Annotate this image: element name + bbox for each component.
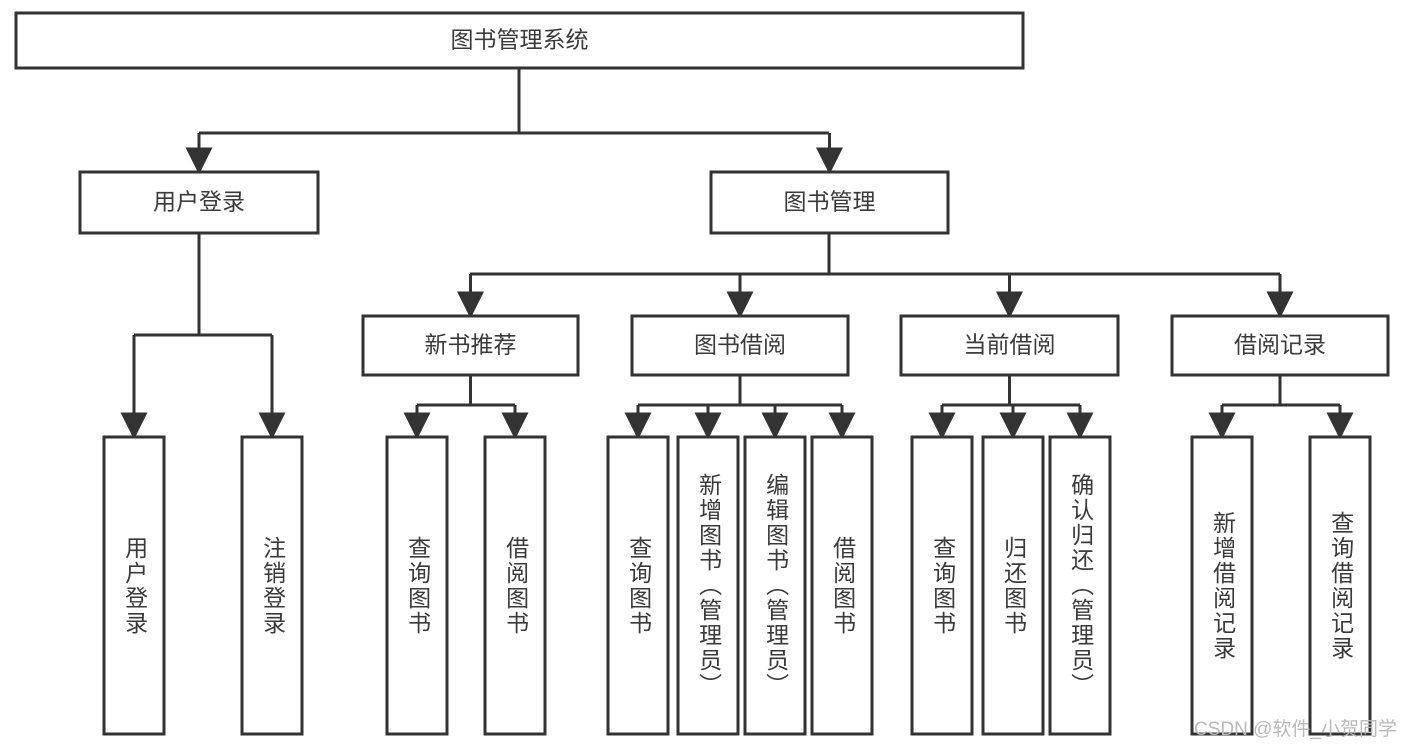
node-box-leaf-query-borrow-record bbox=[1308, 435, 1372, 736]
node-leaf-query-book-current[interactable] bbox=[910, 435, 974, 736]
node-label-book-borrow: 图书借阅 bbox=[694, 332, 786, 358]
node-book-borrow[interactable]: 图书借阅 bbox=[630, 314, 850, 377]
node-box-new-book-recommend bbox=[361, 314, 580, 377]
node-leaf-query-book-recommend[interactable] bbox=[385, 435, 449, 736]
node-label-new-book-recommend: 新书推荐 bbox=[425, 332, 517, 358]
node-leaf-query-borrow-record[interactable] bbox=[1308, 435, 1372, 736]
node-leaf-borrow-book-recommend[interactable] bbox=[483, 435, 547, 736]
node-box-leaf-borrow-book bbox=[810, 435, 874, 736]
node-box-leaf-edit-book bbox=[743, 435, 807, 736]
node-box-borrow-records bbox=[1170, 314, 1390, 377]
node-label-current-borrow: 当前借阅 bbox=[964, 332, 1056, 358]
connector-layer bbox=[120, 68, 1354, 440]
node-user-login[interactable]: 用户登录 bbox=[78, 170, 320, 235]
node-box-leaf-user-login bbox=[102, 435, 166, 736]
node-new-book-recommend[interactable]: 新书推荐 bbox=[361, 314, 580, 377]
node-leaf-user-login[interactable] bbox=[102, 435, 166, 736]
node-label-user-login: 用户登录 bbox=[153, 189, 245, 215]
node-box-leaf-borrow-book-recommend bbox=[483, 435, 547, 736]
node-current-borrow[interactable]: 当前借阅 bbox=[899, 314, 1120, 377]
node-leaf-edit-book[interactable] bbox=[743, 435, 807, 736]
node-leaf-query-book-borrow[interactable] bbox=[606, 435, 670, 736]
watermark: CSDN @软件_小贺同学 bbox=[1194, 719, 1397, 740]
node-box-root bbox=[14, 11, 1025, 70]
node-label-borrow-records: 借阅记录 bbox=[1234, 332, 1326, 358]
node-box-book-management bbox=[709, 170, 950, 235]
node-label-root: 图书管理系统 bbox=[451, 27, 589, 53]
node-leaf-return-book[interactable] bbox=[981, 435, 1045, 736]
node-box-leaf-add-borrow-record bbox=[1190, 435, 1254, 736]
node-leaf-borrow-book[interactable] bbox=[810, 435, 874, 736]
node-leaf-add-book[interactable] bbox=[676, 435, 740, 736]
node-leaf-add-borrow-record[interactable] bbox=[1190, 435, 1254, 736]
node-box-leaf-query-book-borrow bbox=[606, 435, 670, 736]
node-box-leaf-return-book bbox=[981, 435, 1045, 736]
node-leaf-user-logout[interactable] bbox=[240, 435, 304, 736]
node-box-user-login bbox=[78, 170, 320, 235]
node-box-leaf-confirm-return bbox=[1048, 435, 1112, 736]
node-box-current-borrow bbox=[899, 314, 1120, 377]
node-borrow-records[interactable]: 借阅记录 bbox=[1170, 314, 1390, 377]
node-root[interactable]: 图书管理系统 bbox=[14, 11, 1025, 70]
node-book-management[interactable]: 图书管理 bbox=[709, 170, 950, 235]
node-box-leaf-query-book-current bbox=[910, 435, 974, 736]
node-label-book-management: 图书管理 bbox=[784, 189, 876, 215]
node-leaf-confirm-return[interactable] bbox=[1048, 435, 1112, 736]
node-box-leaf-user-logout bbox=[240, 435, 304, 736]
node-box-leaf-query-book-recommend bbox=[385, 435, 449, 736]
node-box-book-borrow bbox=[630, 314, 850, 377]
node-box-leaf-add-book bbox=[676, 435, 740, 736]
